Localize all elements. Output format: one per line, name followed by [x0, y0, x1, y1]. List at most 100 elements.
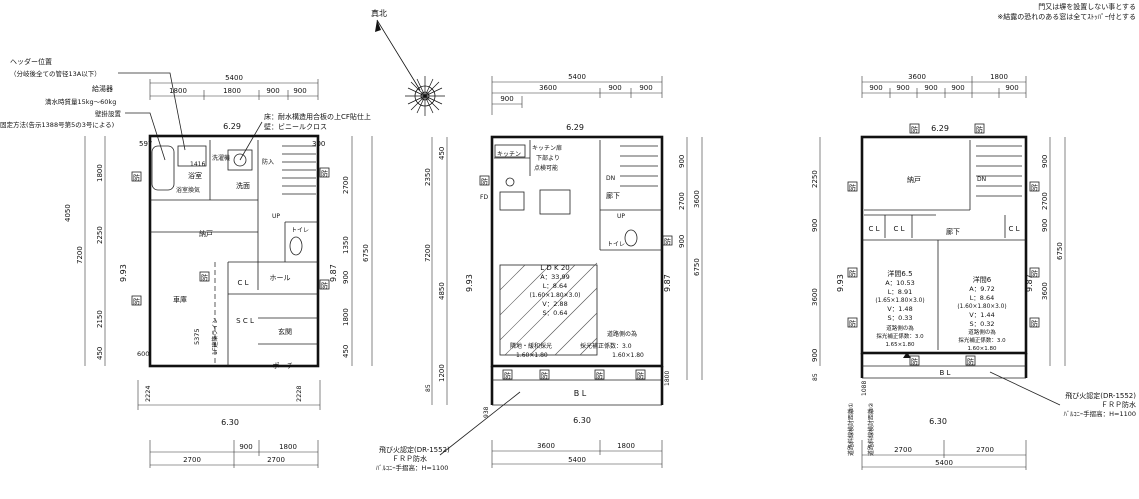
svg-text:防: 防 [201, 273, 208, 282]
f3-room-western-1: 洋間6.5 [887, 269, 912, 278]
f2-width-bottom: 6.30 [573, 416, 591, 425]
svg-text:防: 防 [967, 357, 974, 366]
f1-room-toilet: トイレ [291, 227, 309, 234]
f2-toilet: トイレ [607, 241, 625, 248]
f2-dim-right: 3600 [693, 190, 701, 208]
wall-finish-note: 壁：ビニールクロス [264, 122, 327, 131]
f3-w2-area: A：9.72 [969, 285, 994, 293]
f3-dim-left: 1088 [861, 381, 868, 396]
svg-text:防: 防 [133, 297, 140, 306]
f3-dim-left: 2250 [811, 170, 819, 188]
f2-balcony-dim: 938 [483, 406, 490, 418]
f3-dn: DN [977, 176, 986, 183]
f1-side-right: 9.87 [329, 264, 338, 282]
f1-stair-label: 防入 [262, 158, 274, 166]
svg-text:防: 防 [321, 169, 328, 178]
f1-dim-total-width: 5400 [225, 74, 243, 82]
f1-dim-misc: 2228 [295, 385, 303, 402]
header-position-note: ヘッダー位置 [10, 57, 52, 66]
f3-dim-top: 900 [896, 84, 909, 92]
svg-text:防: 防 [637, 371, 644, 380]
f2-dim-left: 85 [425, 384, 432, 392]
f3-dim-right: 6750 [1056, 242, 1064, 260]
f3-dim-top: 3600 [908, 73, 926, 81]
f3-w2-road: 1.60×1.80 [967, 346, 997, 352]
f3-dim-top: 1800 [990, 73, 1008, 81]
f3-w1-s: S：0.33 [887, 314, 912, 322]
f2-dim-right: 900 [678, 155, 686, 168]
f3-road-line-2: 道路斜線検討距離② [867, 402, 875, 456]
f3-w2-calc: (1.60×1.80×3.0) [957, 304, 1006, 310]
f2-width-label: 6.29 [566, 123, 584, 132]
f3-dim-bottom: 2700 [976, 446, 994, 454]
svg-text:防: 防 [1031, 183, 1038, 192]
f3-width-label: 6.29 [931, 124, 949, 133]
f1-dim-right: 450 [342, 345, 350, 358]
f1-dim-bottom: 2700 [183, 456, 201, 464]
svg-text:防: 防 [133, 173, 140, 182]
north-label: 真北 [371, 8, 387, 18]
f3-w1-road: 1.65×1.80 [885, 342, 915, 348]
f1-dim-right: 6750 [362, 244, 370, 262]
f1-laundry: 洗濯機 [212, 154, 230, 162]
svg-text:防: 防 [481, 177, 488, 186]
f1-dim-left: 597 [139, 140, 152, 148]
f2-dim-left: 2350 [424, 168, 432, 186]
f2-dim-right: 2700 [678, 192, 686, 210]
f3-dim-right: 900 [1041, 219, 1049, 232]
f2-room-ldk: L D K 20 [540, 264, 569, 272]
f1-bath-spec: 1416 [190, 161, 205, 168]
f3-corridor: 廊下 [946, 227, 960, 236]
wall-mount-note: 壁掛設置 [95, 109, 122, 118]
floor-1-plan: 5400 1800 1800 900 900 6.29 [64, 74, 373, 468]
f3-side-left: 9.93 [836, 274, 845, 292]
f3-dim-top: 900 [1005, 84, 1018, 92]
f1-dim-bottom: 2700 [267, 456, 285, 464]
heater-mass-note: 満水時質量15kg～60kg [45, 97, 116, 106]
f1-width-bottom: 6.30 [221, 418, 239, 427]
f2-kitchen-note: 下部より [536, 154, 560, 162]
f3-closet-2: C L [893, 225, 904, 233]
f2-neighbor-note: 隣地・緩和採光 [510, 342, 552, 350]
f3-w1-vent: V：1.48 [887, 305, 912, 313]
note-condensation: ※結露の恐れのある窓は全てｽﾄｯﾊﾟｰ付とする [997, 12, 1136, 21]
north-compass-icon: 真北 [371, 8, 445, 116]
f3-closet-3: C L [1008, 225, 1019, 233]
f3-dim-left: 900 [811, 349, 819, 362]
f3-dim-left: 900 [811, 219, 819, 232]
f2-ldk-area: A：33.99 [540, 273, 570, 281]
f2-kitchen-note: 点検可能 [534, 164, 558, 172]
f2-road-note: 道路側の為 [607, 330, 637, 338]
f3-dim-top: 900 [869, 84, 882, 92]
f1-dim-left: 1800 [96, 164, 104, 182]
f3-closet-1: C L [868, 225, 879, 233]
f3-w2-road: 採光補正係数：3.0 [958, 336, 1006, 344]
f2-road-note: 1.60×1.80 [612, 352, 644, 359]
f2-dim-right: 6750 [693, 258, 701, 276]
f3-dim-right: 900 [1041, 155, 1049, 168]
svg-text:防: 防 [596, 371, 603, 380]
f1-room-porch: ポーチ [273, 362, 294, 370]
f2-dim-left: 4850 [438, 282, 446, 300]
f1-room-bath: 浴室 [188, 171, 202, 180]
svg-text:防: 防 [541, 371, 548, 380]
f3-balcony: B L [940, 369, 951, 377]
f3-dim-left: 3600 [811, 288, 819, 306]
f2-dim-bottom: 5400 [568, 456, 586, 464]
f2-dim-bottom: 1800 [617, 442, 635, 450]
f2-side-right: 9.87 [663, 274, 672, 292]
f3-w2-vent: V：1.44 [969, 311, 994, 319]
f1-side-left: 9.93 [119, 264, 128, 282]
f2-fire-marks: 防 防 防 防 防 防 [479, 175, 673, 380]
left-annotations: ヘッダー位置 （分岐後全ての管径13A以下） 給湯器 満水時質量15kg～60k… [0, 57, 371, 161]
f2-dim-right: 900 [678, 235, 686, 248]
f3-road-line-1: 道路斜線検討距離① [847, 403, 855, 456]
f1-dim-top: 1800 [169, 87, 187, 95]
f1-dim-left: 2250 [96, 226, 104, 244]
f1-width-label: 6.29 [223, 122, 241, 131]
f2-dim-top: 900 [608, 84, 621, 92]
f3-w1-area: A：10.53 [885, 279, 915, 287]
header-pipe-note: （分岐後全ての管径13A以下） [10, 69, 101, 78]
f1-dim-right: 900 [342, 271, 350, 284]
svg-text:防: 防 [849, 269, 856, 278]
